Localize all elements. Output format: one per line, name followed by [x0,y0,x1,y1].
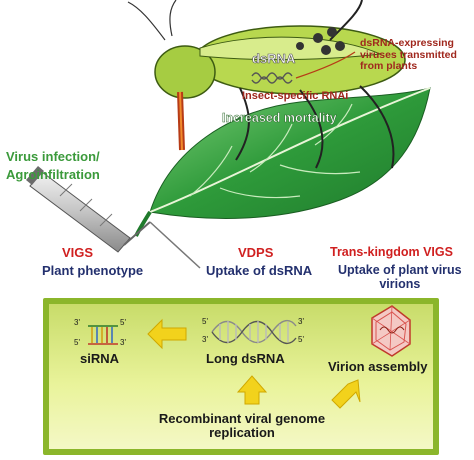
sirna-3prime-top: 3' [74,318,80,327]
sirna-5prime-top: 5' [120,318,126,327]
virus-infection-line2: Agroinfiltration [6,167,100,183]
arrow-to-virion [331,379,361,409]
increased-mortality-label: Increased mortality [222,111,337,125]
insect [127,0,406,169]
replication-label: Recombinant viral genome replication [152,411,332,441]
virus-infection-label: Virus infection/ Agroinfiltration [6,149,100,183]
virion-assembly-label: Virion assembly [328,359,428,374]
replication-line1: Recombinant viral genome [158,411,326,426]
illustration [26,0,431,269]
dsrna-label: dsRNA [252,51,296,66]
long-dsrna-label: Long dsRNA [206,351,285,366]
syringe [26,166,201,269]
transkingdom-vigs-label: Trans-kingdom VIGS [330,245,453,259]
plant-phenotype-label: Plant phenotype [42,263,144,278]
sirna-5prime-bottom: 5' [74,338,80,347]
virion-icon [371,305,411,357]
arrow-to-long-dsrna [236,375,268,405]
sirna-3prime-bottom: 3' [120,338,126,347]
virus-infection-line1: Virus infection/ [6,149,100,164]
long-dsrna-helix [211,319,297,345]
uptake-virions-label: Uptake of plant virus virions [338,263,462,292]
uptake-virions-line2: virions [379,276,421,291]
dsrna-3prime-right: 3' [298,317,304,326]
replication-line2: replication [209,425,275,441]
vigs-label: VIGS [62,245,94,260]
sirna-duplex [88,325,118,345]
arrow-to-sirna [147,318,187,350]
dsrna-5prime-left: 5' [202,317,208,326]
leaf-midrib [149,87,431,213]
sirna-label: siRNA [80,351,120,366]
dsrna-5prime-right: 5' [298,335,304,344]
uptake-dsrna-label: Uptake of dsRNA [206,263,313,278]
uptake-virions-line1: Uptake of plant virus [338,263,462,277]
dsrna-viruses-label: dsRNA-expressing viruses transmitted fro… [360,37,457,73]
vdps-label: VDPS [238,245,274,260]
dsrna-3prime-left: 3' [202,335,208,344]
insect-rnai-label: Insect-specific RNAi [242,90,349,102]
